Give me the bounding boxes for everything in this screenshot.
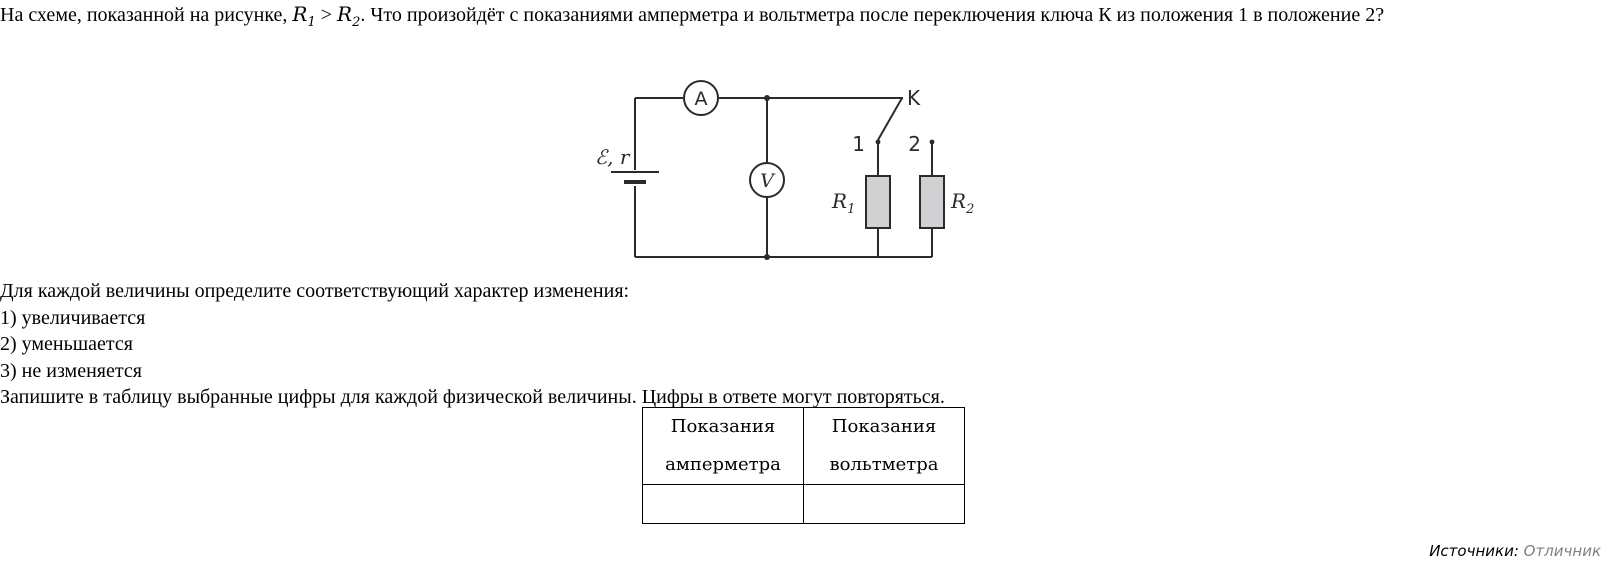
answer-table-input-row bbox=[642, 484, 965, 524]
header-ammeter: Показания амперметра bbox=[642, 407, 804, 485]
option-2: 2) уменьшается bbox=[0, 333, 133, 355]
instructions: Для каждой величины определите соответст… bbox=[0, 278, 945, 411]
key-blade bbox=[877, 97, 903, 141]
ammeter-icon bbox=[683, 80, 719, 116]
resistor-r1 bbox=[865, 175, 891, 229]
source-line: Источники: Отличник bbox=[1429, 542, 1601, 560]
emf-label: ℰ, r bbox=[595, 145, 631, 169]
answer-cell-ammeter[interactable] bbox=[642, 484, 804, 524]
key-label: K bbox=[907, 86, 921, 110]
math-gt: > bbox=[315, 4, 338, 26]
header-voltmeter: Показания вольтметра bbox=[803, 407, 965, 485]
resistor-r2 bbox=[919, 175, 945, 229]
instructions-intro: Для каждой величины определите соответст… bbox=[0, 280, 630, 302]
contact-2 bbox=[929, 139, 935, 145]
position-1-label: 1 bbox=[852, 132, 865, 156]
junction-top bbox=[764, 95, 770, 101]
answer-table-header-row: Показания амперметра Показания вольтметр… bbox=[642, 407, 965, 485]
instructions-record: Запишите в таблицу выбранные цифры для к… bbox=[0, 386, 945, 408]
ammeter-label: A bbox=[695, 88, 708, 110]
question-part-2: . Что произойдёт с показаниями амперметр… bbox=[360, 4, 1385, 26]
r2-label: R2 bbox=[950, 189, 974, 217]
answer-cell-voltmeter[interactable] bbox=[803, 484, 965, 524]
math-r2: R2 bbox=[337, 2, 361, 30]
math-r1: R1 bbox=[292, 2, 316, 30]
r1-label: R1 bbox=[831, 189, 855, 217]
source-link[interactable]: Отличник bbox=[1523, 542, 1601, 560]
option-1: 1) увеличивается bbox=[0, 306, 146, 329]
contact-1 bbox=[875, 139, 881, 145]
circuit-diagram: A V K 1 2 ℰ, r R1 R2 bbox=[595, 80, 974, 260]
question-text: На схеме, показанной на рисунке, R1 > R2… bbox=[0, 1, 1560, 36]
junction-bottom bbox=[764, 254, 770, 260]
question-part-1: На схеме, показанной на рисунке, bbox=[0, 4, 293, 26]
answer-table: Показания амперметра Показания вольтметр… bbox=[642, 407, 965, 524]
voltmeter-icon bbox=[749, 162, 785, 198]
position-2-label: 2 bbox=[908, 132, 921, 156]
option-3: 3) не изменяется bbox=[0, 359, 142, 382]
voltmeter-label: V bbox=[760, 170, 776, 192]
source-label: Источники: bbox=[1429, 542, 1524, 560]
